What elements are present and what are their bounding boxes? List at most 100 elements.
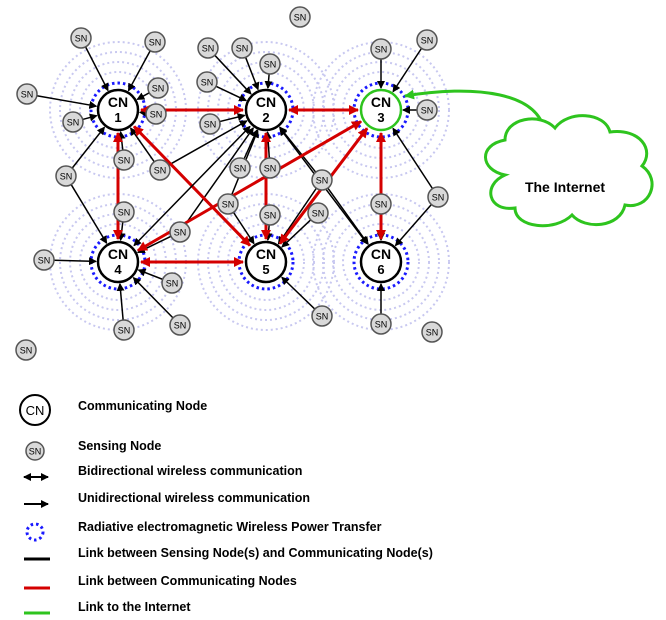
sensing-node: SN bbox=[259, 204, 281, 226]
sensing-node-circle bbox=[169, 221, 191, 243]
legend-item-sn: SN Sensing Node bbox=[25, 439, 161, 461]
communicating-node-prefix: CN bbox=[108, 94, 128, 110]
sensing-node-label: SN bbox=[264, 60, 277, 70]
sensing-node-label: SN bbox=[312, 209, 325, 219]
sensing-node: SN bbox=[145, 103, 167, 125]
communicating-node-id: 6 bbox=[377, 262, 384, 277]
sensing-node-label: SN bbox=[202, 44, 215, 54]
sensing-node-label: SN bbox=[154, 166, 167, 176]
sensing-node-circle bbox=[217, 193, 239, 215]
sensing-node-circle bbox=[199, 113, 221, 135]
internet-cloud: The Internet bbox=[484, 114, 654, 228]
sensing-node-label: SN bbox=[149, 38, 162, 48]
communicating-node: CN3 bbox=[359, 88, 403, 132]
sensing-node-circle bbox=[113, 201, 135, 223]
sensing-node-label: SN bbox=[236, 44, 249, 54]
sensing-node-circle bbox=[15, 339, 37, 361]
sensing-link bbox=[71, 126, 106, 169]
sensing-node-label: SN bbox=[60, 172, 73, 182]
sensing-node-label: SN bbox=[421, 106, 434, 116]
sensing-link bbox=[36, 94, 98, 109]
sensing-node: SN bbox=[113, 149, 135, 171]
sensing-node-label: SN bbox=[316, 312, 329, 322]
cn-symbol-text: CN bbox=[26, 403, 45, 418]
sensing-node-circle bbox=[145, 103, 167, 125]
sensing-node-circle bbox=[311, 169, 333, 191]
sensing-node-label: SN bbox=[20, 346, 33, 356]
sensing-link bbox=[84, 46, 109, 92]
communicating-node-prefix: CN bbox=[256, 246, 276, 262]
wpt-dots-symbol bbox=[25, 522, 45, 542]
sensing-node-label: SN bbox=[432, 193, 445, 203]
sensing-node: SN bbox=[427, 186, 449, 208]
sensing-link bbox=[244, 57, 260, 91]
sensing-node-circle bbox=[259, 53, 281, 75]
sensing-node-circle bbox=[33, 249, 55, 271]
sensing-link bbox=[215, 85, 248, 102]
sensing-node-label: SN bbox=[375, 200, 388, 210]
sensing-link bbox=[214, 54, 252, 95]
sensing-link bbox=[136, 92, 150, 101]
sensing-node-label: SN bbox=[174, 228, 187, 238]
sensing-node-label: SN bbox=[234, 164, 247, 174]
sensing-node-circle bbox=[113, 319, 135, 341]
sensing-node: SN bbox=[147, 77, 169, 99]
legend-label: Bidirectional wireless communication bbox=[78, 464, 302, 478]
sensing-link bbox=[394, 204, 432, 247]
sensing-node-circle bbox=[169, 314, 191, 336]
communicating-node-id: 5 bbox=[262, 262, 269, 277]
sensing-link bbox=[281, 276, 316, 310]
sensing-node: SN bbox=[169, 314, 191, 336]
sensing-link bbox=[138, 109, 148, 118]
sn-symbol-text: SN bbox=[29, 447, 42, 457]
sensing-link bbox=[392, 47, 423, 93]
sensing-link bbox=[392, 127, 434, 190]
communicating-node-circle bbox=[244, 240, 288, 284]
sensing-node: SN bbox=[62, 111, 84, 133]
sensing-node-circle bbox=[421, 321, 443, 343]
sensing-link bbox=[137, 268, 163, 281]
sensing-link bbox=[219, 113, 246, 123]
sensing-node-label: SN bbox=[264, 211, 277, 221]
sensing-node: SN bbox=[113, 319, 135, 341]
legend-item-unidir: Unidirectional wireless communication bbox=[24, 491, 310, 508]
sensing-node: SN bbox=[370, 193, 392, 215]
cloud-label: The Internet bbox=[525, 179, 605, 195]
sensing-node-label: SN bbox=[264, 164, 277, 174]
communicating-node-prefix: CN bbox=[108, 246, 128, 262]
sensing-node-label: SN bbox=[166, 279, 179, 289]
sensing-node-label: SN bbox=[150, 110, 163, 120]
sensing-node-circle bbox=[161, 272, 183, 294]
sensing-node-label: SN bbox=[375, 320, 388, 330]
communicating-node: CN2 bbox=[244, 88, 288, 132]
sensing-node-label: SN bbox=[38, 256, 51, 266]
sensing-node-circle bbox=[370, 313, 392, 335]
communicating-node-id: 4 bbox=[114, 262, 122, 277]
sensing-node: SN bbox=[199, 113, 221, 135]
sn-symbol bbox=[25, 441, 45, 461]
cn-symbol bbox=[19, 394, 51, 426]
legend-label: Link to the Internet bbox=[78, 600, 191, 614]
legend-item-black-line: Link between Sensing Node(s) and Communi… bbox=[24, 546, 433, 561]
sensing-node: SN bbox=[15, 339, 37, 361]
sensing-node-label: SN bbox=[67, 118, 80, 128]
sensing-node-circle bbox=[416, 29, 438, 51]
sensing-node: SN bbox=[16, 83, 38, 105]
sensing-node: SN bbox=[416, 29, 438, 51]
sensing-node: SN bbox=[231, 37, 253, 59]
legend-label: Radiative electromagnetic Wireless Power… bbox=[78, 520, 382, 534]
communicating-node-circle bbox=[359, 240, 403, 284]
sensing-node: SN bbox=[169, 221, 191, 243]
legend-label: Sensing Node bbox=[78, 439, 161, 453]
sensing-node: SN bbox=[161, 272, 183, 294]
sensing-link bbox=[127, 50, 151, 92]
sensing-node-circle bbox=[149, 159, 171, 181]
sensing-node: SN bbox=[229, 157, 251, 179]
sensing-link bbox=[132, 276, 174, 319]
sensing-node-label: SN bbox=[222, 200, 235, 210]
communicating-node: CN1 bbox=[96, 88, 140, 132]
sensing-node-circle bbox=[16, 83, 38, 105]
legend-item-red-line: Link between Communicating Nodes bbox=[24, 574, 297, 590]
communicating-node-id: 1 bbox=[114, 110, 121, 125]
